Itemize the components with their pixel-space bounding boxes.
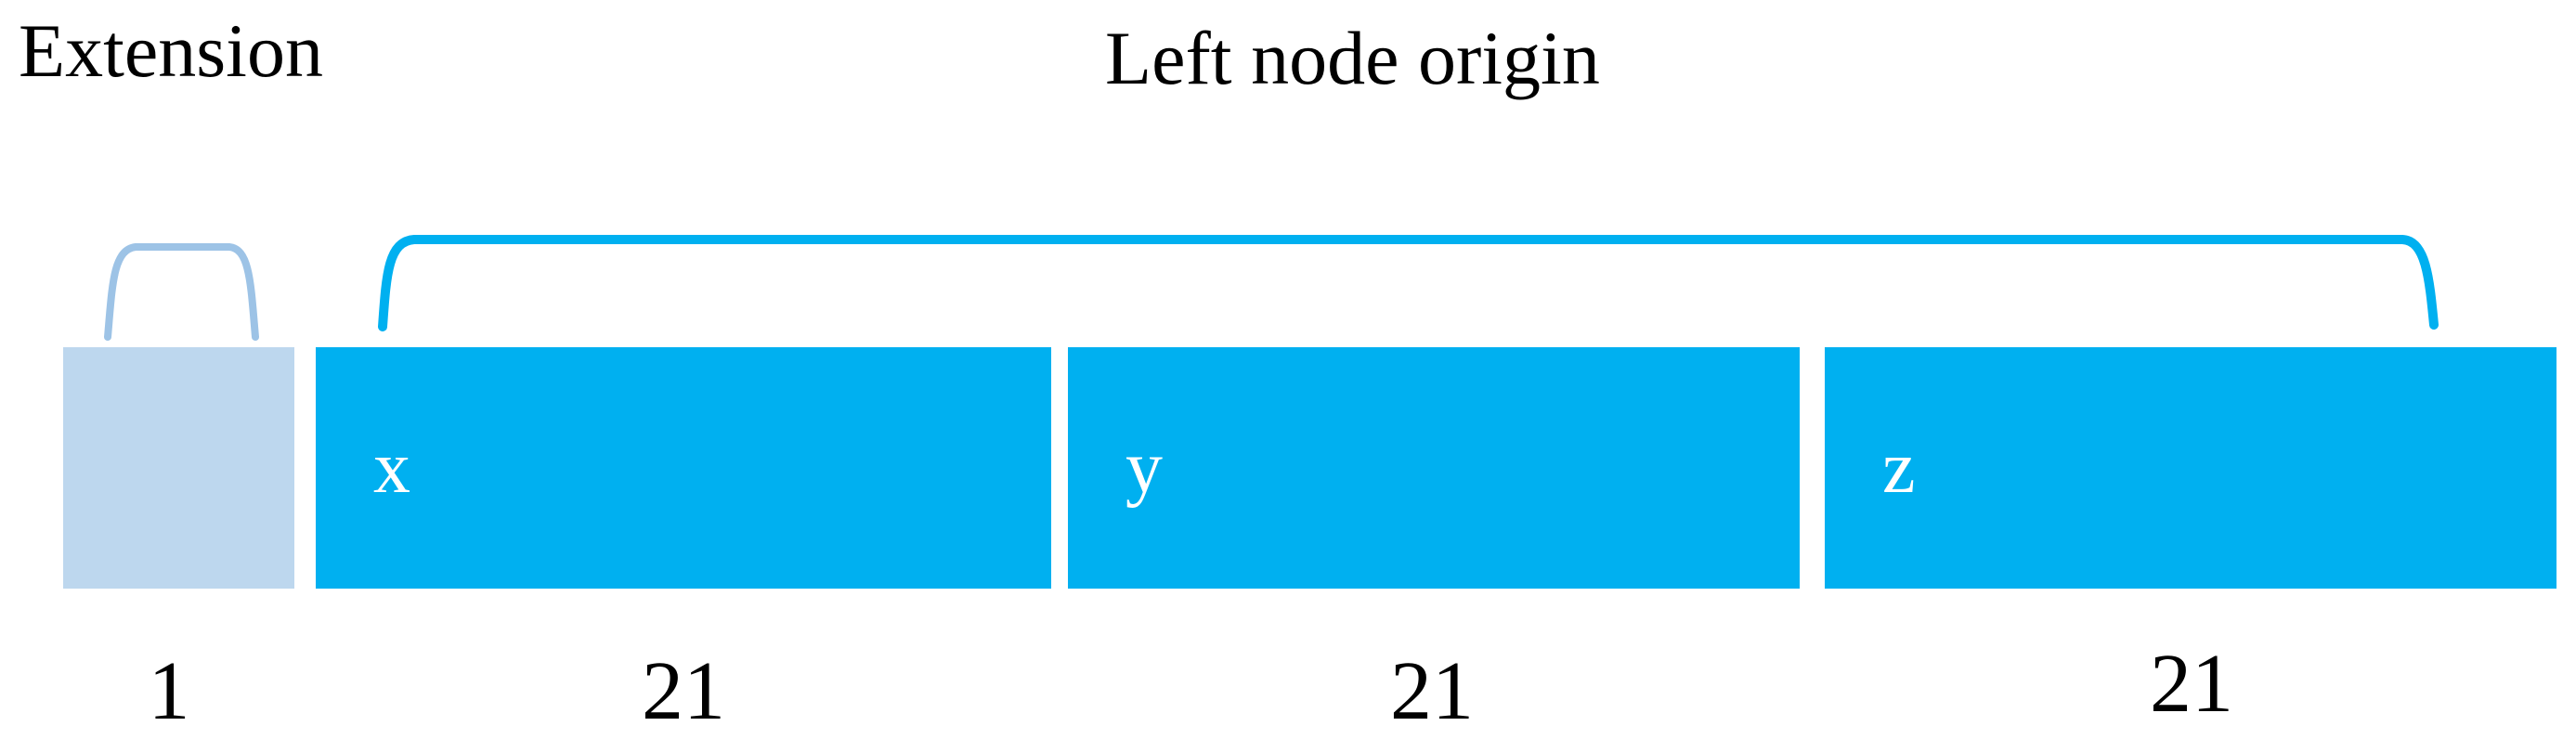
size-label-z: 21	[2150, 638, 2233, 730]
size-label-y: 21	[1390, 645, 1474, 737]
left-node-origin-title: Left node origin	[1105, 16, 1600, 100]
extension-title: Extension	[19, 8, 323, 93]
size-label-x: 21	[642, 645, 725, 737]
field-label-z: z	[1882, 427, 1916, 509]
field-box-z: z	[1825, 347, 2556, 589]
field-label-x: x	[373, 427, 410, 509]
extension-box	[63, 347, 294, 589]
field-box-x: x	[316, 347, 1051, 589]
extension-bracket-icon	[104, 243, 259, 341]
size-label-extension: 1	[148, 645, 190, 737]
field-box-y: y	[1068, 347, 1800, 589]
left-node-origin-bracket-icon	[378, 235, 2439, 331]
field-label-y: y	[1125, 427, 1163, 509]
